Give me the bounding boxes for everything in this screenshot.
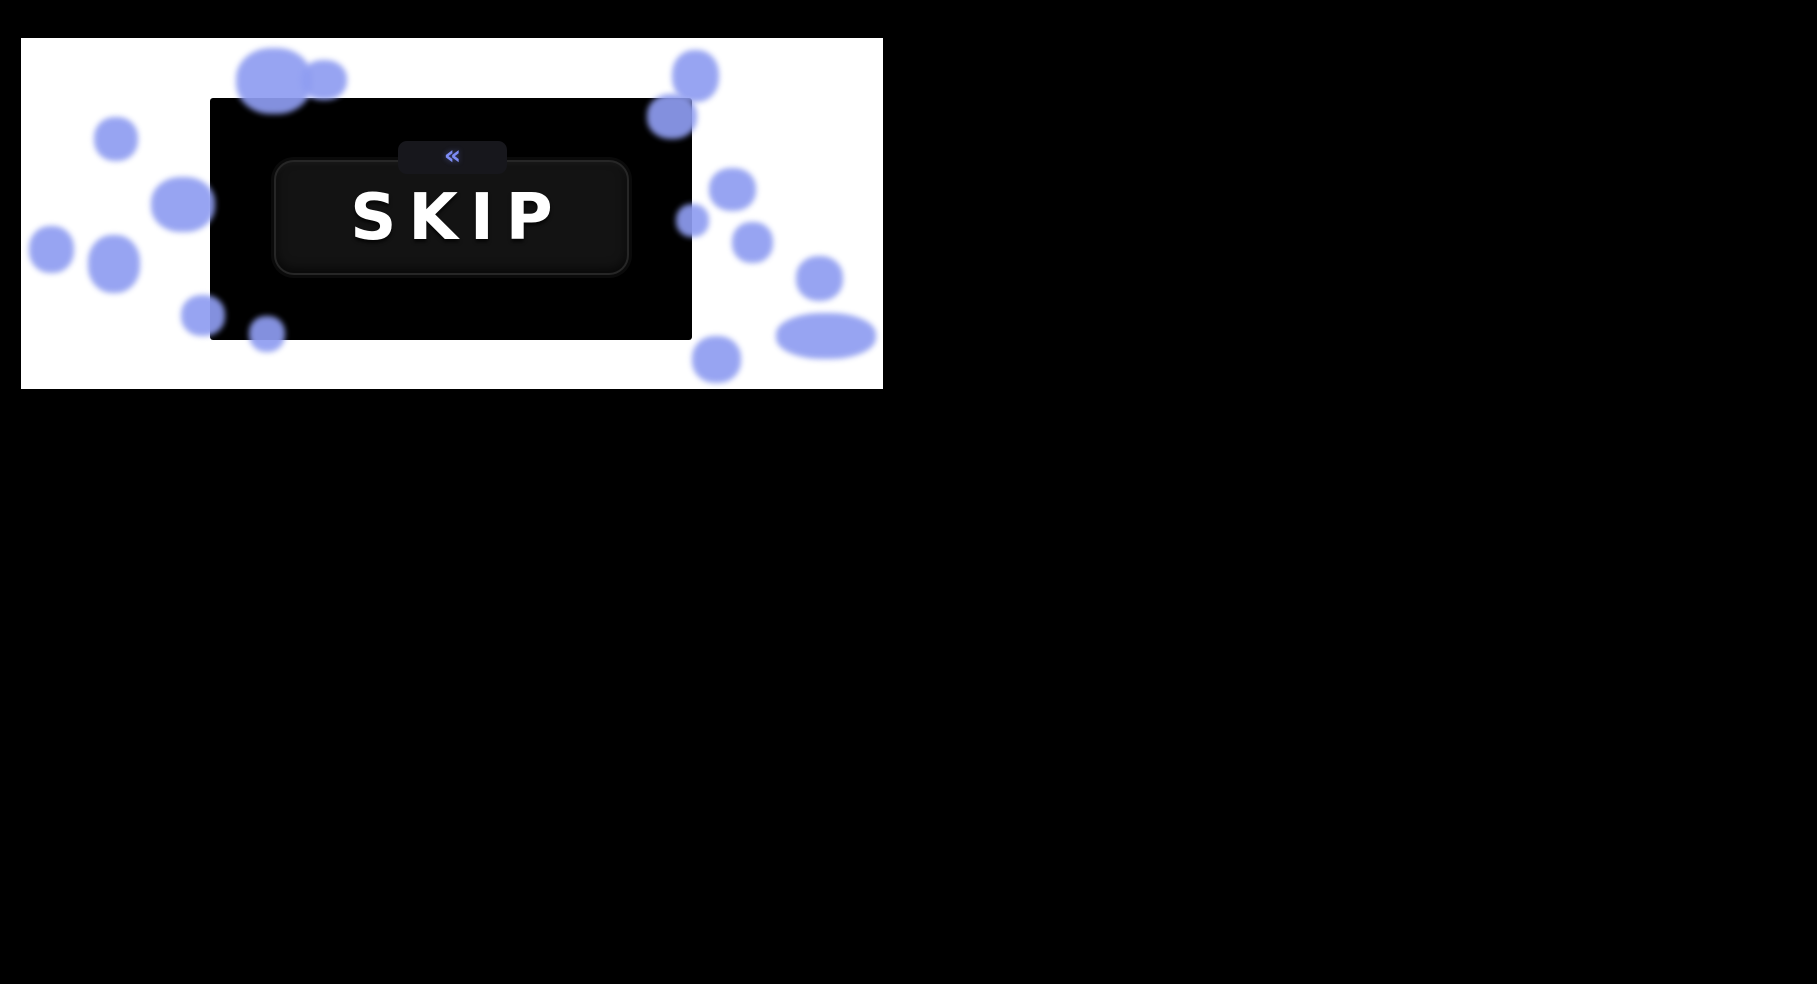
drawing-panel: « SKIP (21, 38, 883, 389)
skip-button-label: SKIP (350, 180, 565, 255)
double-chevron-left-icon: « (443, 140, 462, 171)
game-viewport: « SKIP (210, 98, 692, 340)
rewind-tab[interactable]: « (398, 141, 507, 174)
skip-button[interactable]: SKIP (274, 160, 629, 275)
